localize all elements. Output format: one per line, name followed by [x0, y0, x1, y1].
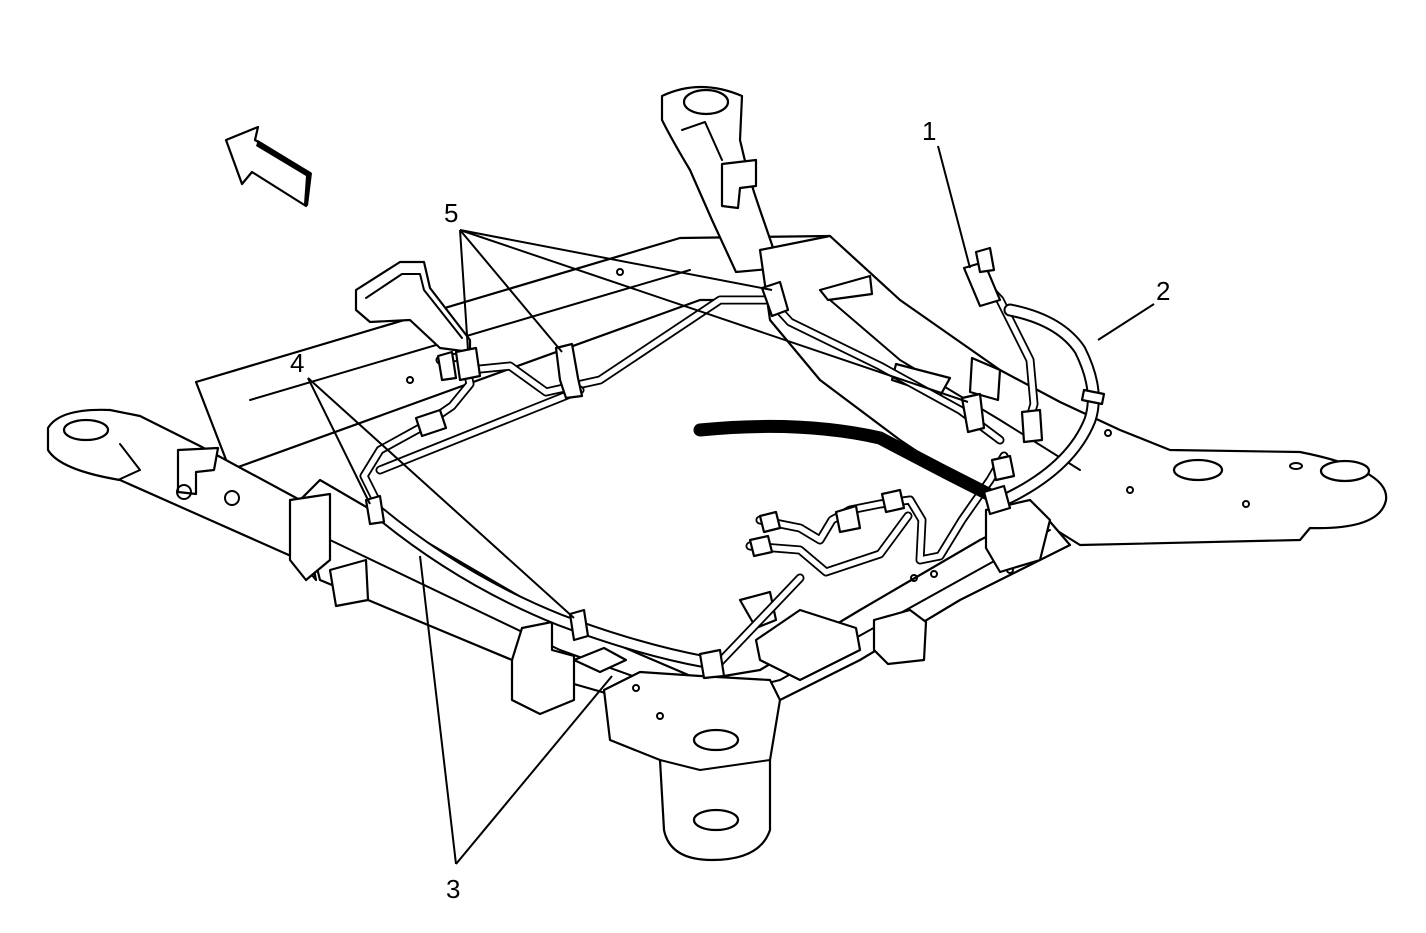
front-direction-arrow-icon [224, 125, 312, 208]
front-rail-brackets [510, 498, 1052, 716]
callout-leaders [307, 145, 1155, 865]
leader-3a [419, 555, 457, 865]
brake-pipes [359, 265, 1039, 669]
leader-5a [459, 229, 469, 351]
leader-5d [459, 229, 969, 403]
leader-4b [307, 377, 575, 619]
leader-1 [937, 145, 971, 269]
pressure-hose [369, 303, 1100, 669]
leader-2 [1097, 303, 1155, 341]
left-side-arm [46, 408, 370, 608]
callout-5: 5 [444, 198, 458, 228]
front-center-tower [602, 670, 782, 862]
callout-2: 2 [1156, 276, 1170, 306]
clips-and-fittings [364, 246, 1106, 680]
leader-5c [459, 229, 773, 291]
right-side-rail [758, 234, 1388, 547]
leader-4a [307, 377, 371, 505]
callout-1: 1 [922, 116, 936, 146]
callout-4: 4 [290, 348, 304, 378]
leader-3b [455, 675, 613, 865]
leader-5b [459, 229, 563, 353]
callout-3: 3 [446, 874, 460, 904]
rear-right-tower [660, 85, 782, 274]
